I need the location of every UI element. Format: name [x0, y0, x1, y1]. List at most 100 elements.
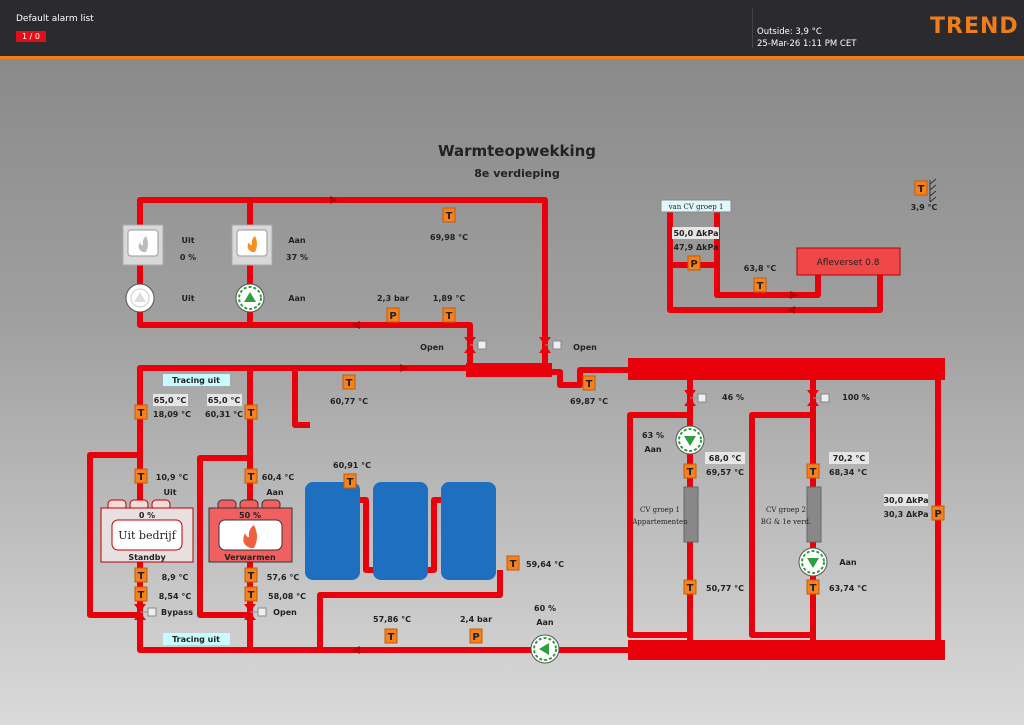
valve-icon[interactable]: [244, 604, 267, 620]
afleverset-label: Afleverset 0.8: [817, 258, 880, 268]
temperature-sensor-icon[interactable]: T: [244, 586, 258, 602]
tracing-bottom-box: [163, 633, 230, 645]
svg-text:T: T: [810, 583, 817, 594]
tank-top-temp: 60,91 °C: [333, 461, 371, 470]
delivery-dp-setpoint-box[interactable]: [672, 227, 719, 239]
distributor: [628, 358, 945, 380]
b2-setpoint-box[interactable]: [207, 394, 242, 406]
b2-ret2: 58,08 °C: [268, 592, 306, 601]
temperature-sensor-icon[interactable]: T: [914, 180, 928, 196]
datetime: 25-Mar-26 1:11 PM CET: [757, 39, 857, 49]
pressure-sensor-icon[interactable]: P: [386, 307, 400, 323]
temperature-sensor-icon[interactable]: T: [342, 374, 356, 390]
temperature-sensor-icon[interactable]: T: [683, 463, 697, 479]
valve-icon[interactable]: [684, 390, 707, 406]
svg-text:P: P: [389, 311, 396, 322]
b2-mode: Verwarmen: [224, 553, 276, 562]
temperature-sensor-icon[interactable]: T: [683, 579, 697, 595]
temperature-sensor-icon[interactable]: T: [343, 473, 357, 489]
svg-text:T: T: [810, 467, 817, 478]
valve-right-status: Open: [573, 343, 597, 352]
pump-2-icon[interactable]: [235, 283, 265, 313]
temperature-sensor-icon[interactable]: T: [806, 463, 820, 479]
supply-temp: 69,98 °C: [430, 233, 468, 242]
b1-temp: 18,09 °C: [153, 410, 191, 419]
svg-text:T: T: [757, 281, 764, 292]
pressure-sensor-icon[interactable]: P: [469, 628, 483, 644]
g2-return: 63,74 °C: [829, 584, 867, 593]
outside-sensor-temp: 3,9 °C: [911, 203, 938, 212]
pump2-status: Aan: [288, 294, 306, 303]
temperature-sensor-icon[interactable]: T: [753, 277, 767, 293]
valve-icon[interactable]: [539, 337, 562, 353]
svg-text:T: T: [446, 311, 453, 322]
b1-setpoint: 65,0 °C: [154, 396, 187, 405]
temperature-sensor-icon[interactable]: T: [244, 404, 258, 420]
b1-setpoint-box[interactable]: [153, 394, 188, 406]
temperature-sensor-icon[interactable]: T: [244, 468, 258, 484]
g2-valve: 100 %: [842, 393, 870, 402]
flame-icon: [138, 236, 148, 252]
pump-1-icon[interactable]: [125, 283, 155, 313]
temperature-sensor-icon[interactable]: T: [582, 375, 596, 391]
svg-text:T: T: [138, 590, 145, 601]
valve-icon[interactable]: [134, 604, 157, 620]
alarm-list-link[interactable]: Default alarm list: [16, 14, 94, 24]
valve-icon[interactable]: [464, 337, 487, 353]
flame-icon: [247, 236, 257, 252]
svg-text:T: T: [248, 472, 255, 483]
b2-state: Aan: [266, 488, 284, 497]
temperature-sensor-icon[interactable]: T: [442, 207, 456, 223]
temperature-sensor-icon[interactable]: T: [506, 555, 520, 571]
pressure-sensor-icon[interactable]: P: [687, 255, 701, 271]
temperature-sensor-icon[interactable]: T: [134, 404, 148, 420]
boiler-standby[interactable]: [100, 499, 194, 563]
svg-text:T: T: [346, 378, 353, 389]
g1-pump-icon[interactable]: [675, 425, 705, 455]
b2-temp: 60,31 °C: [205, 410, 243, 419]
b2-out: 60,4 °C: [262, 473, 295, 482]
g1-name2: Appartementen: [631, 518, 688, 526]
main-pump-icon[interactable]: [530, 634, 560, 664]
afleverset-box[interactable]: [796, 247, 901, 276]
header-temp: 60,77 °C: [330, 397, 368, 406]
dp-setpoint-box[interactable]: [884, 494, 928, 506]
b1-state: Uit: [163, 488, 176, 497]
g1-setpoint-box[interactable]: [705, 452, 745, 464]
tracing-top: Tracing uit: [172, 376, 220, 385]
temperature-sensor-icon[interactable]: T: [134, 468, 148, 484]
g1-heat-exchanger: [683, 486, 699, 543]
temperature-sensor-icon[interactable]: T: [442, 307, 456, 323]
valve-icon[interactable]: [807, 390, 830, 406]
return-pressure: 2,3 bar: [377, 294, 409, 303]
dp-value: 30,3 ΔkPa: [883, 510, 928, 519]
temperature-sensor-icon[interactable]: T: [134, 586, 148, 602]
svg-text:T: T: [586, 379, 593, 390]
b1-ret1: 8,9 °C: [162, 573, 189, 582]
temperature-sensor-icon[interactable]: T: [134, 567, 148, 583]
boiler1-status: Uit: [181, 236, 194, 245]
boiler-heating[interactable]: [208, 499, 293, 563]
g2-setpoint-box[interactable]: [829, 452, 869, 464]
alarm-count-badge[interactable]: 1 / 0: [16, 31, 46, 42]
boiler1-pct: 0 %: [180, 253, 196, 262]
boiler-1[interactable]: [122, 224, 164, 266]
header-manifold: [466, 363, 552, 377]
g1-temp: 69,57 °C: [706, 468, 744, 477]
boiler-2[interactable]: [231, 224, 273, 266]
b2-pct: 50 %: [239, 511, 261, 520]
g2-pump-icon[interactable]: [798, 547, 828, 577]
trend-logo: TREND: [930, 14, 1019, 39]
temperature-sensor-icon[interactable]: T: [384, 628, 398, 644]
boiler2-status: Aan: [288, 236, 306, 245]
temperature-sensor-icon[interactable]: T: [806, 579, 820, 595]
boiler2-pct: 37 %: [286, 253, 308, 262]
delivery-temp: 63,8 °C: [744, 264, 777, 273]
temperature-sensor-icon[interactable]: T: [244, 567, 258, 583]
g1-return: 50,77 °C: [706, 584, 744, 593]
g1-pump-state: Aan: [644, 445, 662, 454]
svg-text:T: T: [138, 408, 145, 419]
g2-temp: 68,34 °C: [829, 468, 867, 477]
b1-valve: Bypass: [161, 608, 193, 617]
pressure-sensor-icon[interactable]: P: [931, 505, 945, 521]
